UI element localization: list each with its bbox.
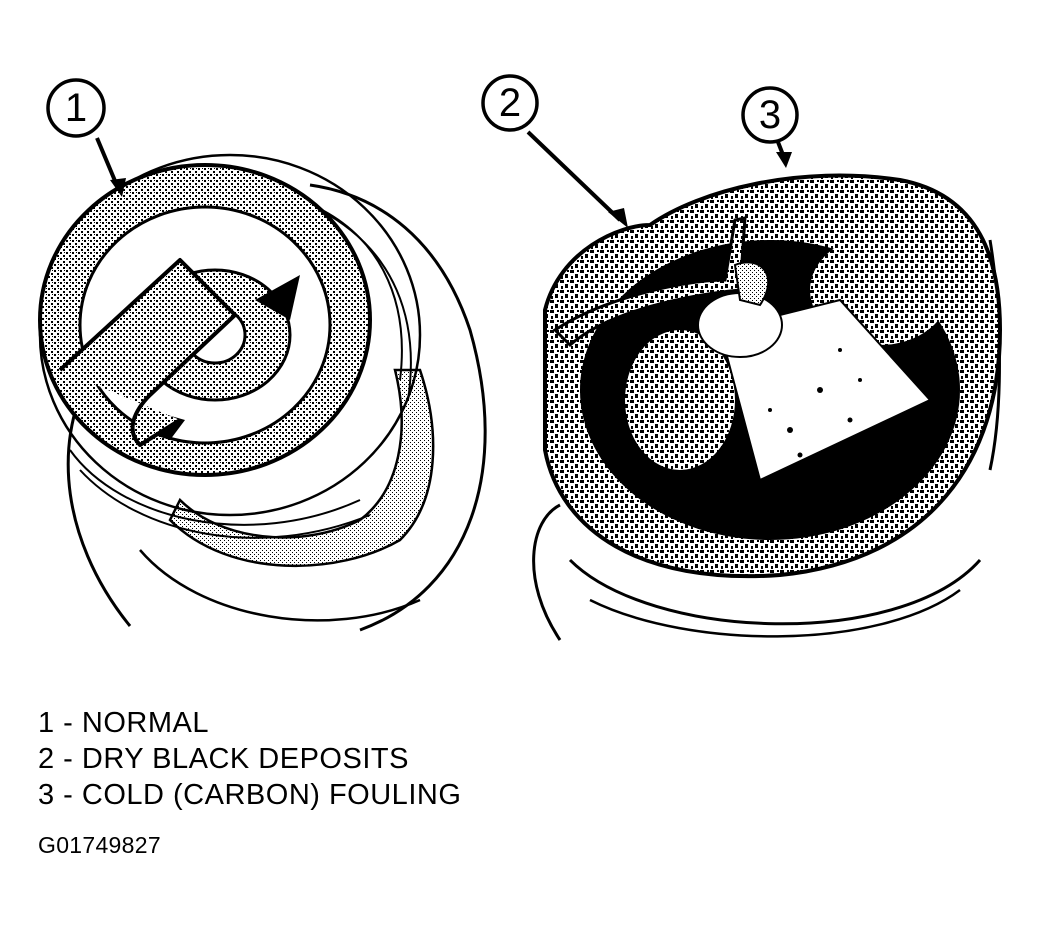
callout-3 [741, 86, 799, 168]
plug-fouled [532, 173, 1003, 641]
arrow-1-head [110, 178, 126, 197]
legend: 1 - NORMAL 2 - DRY BLACK DEPOSITS 3 - CO… [38, 705, 461, 813]
plug-normal [38, 153, 487, 632]
legend-item-normal: 1 - NORMAL [38, 707, 209, 739]
legend-item-cold-carbon-fouling: 3 - COLD (CARBON) FOULING [38, 779, 462, 811]
callout-number-2: 2 [498, 81, 522, 125]
callout-2 [481, 74, 628, 228]
spark-plug-illustration: 1 2 3 [38, 74, 1003, 641]
callout-number-3: 3 [758, 93, 782, 137]
legend-item-dry-black-deposits: 2 - DRY BLACK DEPOSITS [38, 743, 409, 775]
figure-id: G01749827 [38, 832, 161, 858]
arrow-3-head [776, 152, 792, 168]
callout-number-1: 1 [64, 86, 88, 130]
callout-1 [46, 78, 126, 197]
arrow-2-head [608, 208, 628, 228]
